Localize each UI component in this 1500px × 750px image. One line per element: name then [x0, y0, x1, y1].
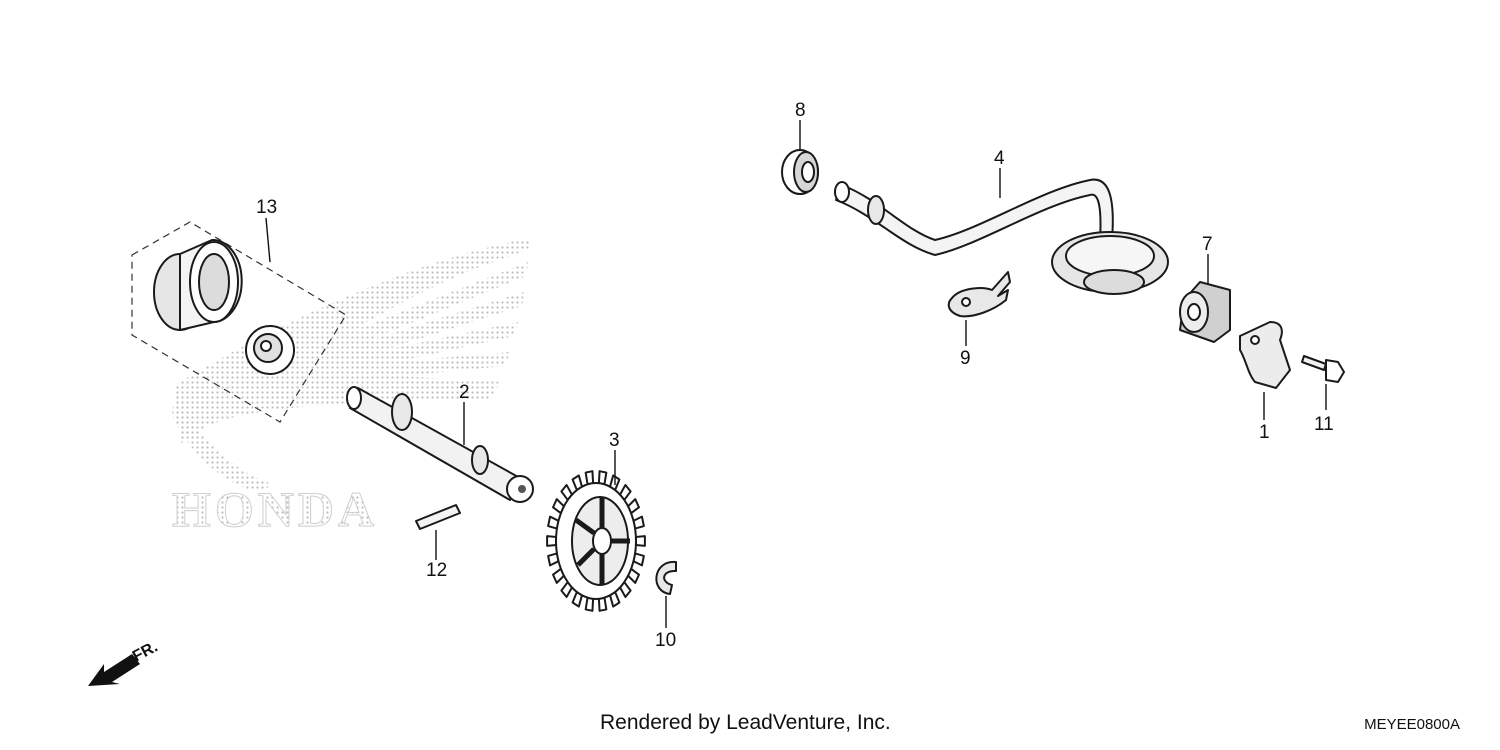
callout-1: 1: [1259, 422, 1270, 443]
front-arrow-icon: [88, 654, 140, 686]
callout-4: 4: [994, 148, 1005, 169]
clip-10[interactable]: [655, 560, 677, 595]
callout-2: 2: [459, 382, 470, 403]
sprocket-tooth: [634, 535, 646, 547]
oil-pump-rotor-set-13[interactable]: [131, 221, 347, 423]
callout-3: 3: [609, 430, 620, 451]
callout-9: 9: [960, 348, 971, 369]
callout-11: 11: [1314, 414, 1334, 435]
callout-12: 12: [426, 560, 447, 581]
rubber-mount-7[interactable]: [1179, 281, 1231, 343]
grommet-8[interactable]: [781, 149, 819, 195]
callout-10: 10: [655, 630, 676, 651]
oil-strainer-pipe-4[interactable]: [834, 178, 1169, 295]
setting-plate-9[interactable]: [947, 271, 1011, 318]
bolt-11[interactable]: [1301, 355, 1345, 383]
render-credit: Rendered by LeadVenture, Inc.: [600, 711, 891, 734]
leader-lines: [265, 120, 1327, 628]
bracket-1[interactable]: [1239, 321, 1291, 389]
callout-8: 8: [795, 100, 806, 121]
honda-wing-logo: HONDA: [172, 238, 530, 538]
oil-pump-shaft-2[interactable]: [346, 386, 534, 503]
pin-12[interactable]: [415, 504, 461, 530]
callout-7: 7: [1202, 234, 1213, 255]
callout-labels: 13 2 3 4 7 8 9 10 11 1 12: [256, 100, 1334, 651]
sprocket-tooth: [546, 535, 558, 547]
honda-watermark-text: HONDA: [172, 481, 378, 537]
callout-13: 13: [256, 197, 277, 218]
front-direction-indicator: FR.: [88, 638, 161, 686]
diagram-code: MEYEE0800A: [1364, 716, 1460, 733]
sprocket-3[interactable]: [546, 470, 646, 612]
